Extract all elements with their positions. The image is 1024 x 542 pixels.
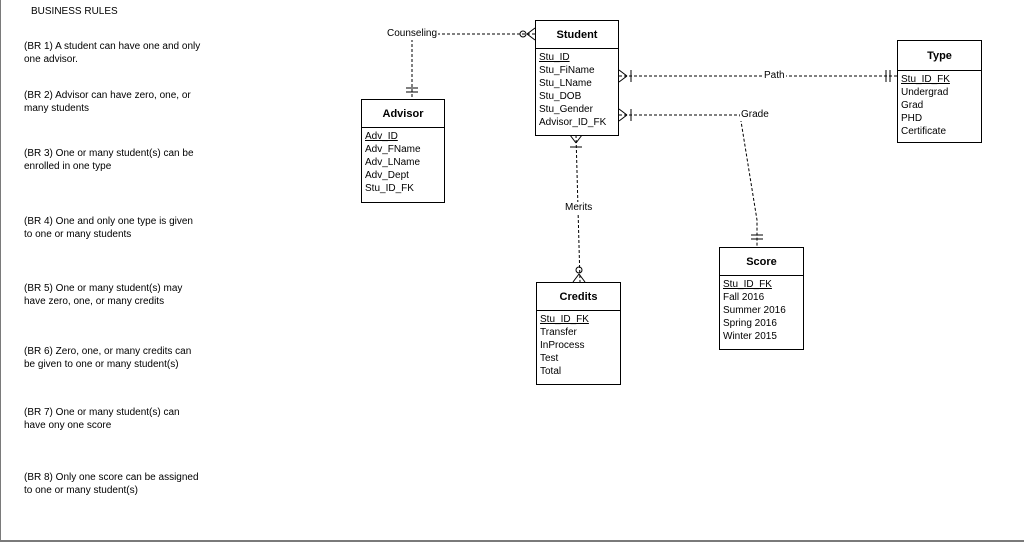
type-attribute: Grad	[901, 100, 924, 111]
business-rule-6: (BR 6) Zero, one, or many credits can be…	[24, 346, 192, 370]
score-entity[interactable]: Score Stu_ID_FK Fall 2016 Summer 2016 Sp…	[719, 247, 804, 350]
business-rule-7: (BR 7) One or many student(s) can have o…	[24, 407, 180, 431]
credits-entity[interactable]: Credits Stu_ID_FK Transfer InProcess Tes…	[536, 282, 621, 385]
grade-connector	[618, 108, 763, 247]
credits-attribute-list: Stu_ID_FK Transfer InProcess Test Total	[537, 311, 620, 380]
credits-attribute: Transfer	[540, 327, 577, 338]
student-attribute-list: Stu_ID Stu_FiName Stu_LName Stu_DOB Stu_…	[536, 49, 618, 131]
business-rules-heading: BUSINESS RULES	[31, 6, 118, 17]
business-rule-8: (BR 8) Only one score can be assigned to…	[24, 472, 199, 496]
type-entity-title: Type	[898, 41, 981, 71]
advisor-entity[interactable]: Advisor Adv_ID Adv_FName Adv_LName Adv_D…	[361, 99, 445, 203]
type-attribute: Certificate	[901, 126, 947, 137]
business-rule-4: (BR 4) One and only one type is given to…	[24, 216, 193, 240]
credits-attribute: Test	[540, 353, 559, 364]
advisor-entity-title: Advisor	[362, 100, 444, 128]
grade-relationship-label: Grade	[740, 109, 770, 121]
business-rule-1: (BR 1) A student can have one and only o…	[24, 41, 201, 65]
score-attribute: Summer 2016	[723, 305, 786, 316]
business-rule-3: (BR 3) One or many student(s) can be enr…	[24, 148, 194, 172]
credits-attribute: InProcess	[540, 340, 585, 351]
path-relationship-label: Path	[763, 70, 786, 82]
student-entity-title: Student	[536, 21, 618, 49]
advisor-attribute: Stu_ID_FK	[365, 183, 414, 194]
type-entity[interactable]: Type Stu_ID_FK Undergrad Grad PHD Certif…	[897, 40, 982, 143]
student-attribute: Advisor_ID_FK	[539, 117, 607, 128]
advisor-attribute: Adv_Dept	[365, 170, 409, 181]
counseling-relationship-label: Counseling	[386, 28, 439, 40]
student-attribute: Stu_DOB	[539, 91, 582, 102]
score-attribute-list: Stu_ID_FK Fall 2016 Summer 2016 Spring 2…	[720, 276, 803, 345]
path-connector	[618, 69, 898, 83]
score-attribute: Spring 2016	[723, 318, 777, 329]
student-primary-key: Stu_ID	[539, 52, 570, 63]
student-entity[interactable]: Student Stu_ID Stu_FiName Stu_LName Stu_…	[535, 20, 619, 136]
score-attribute: Fall 2016	[723, 292, 765, 303]
advisor-attribute: Adv_FName	[365, 144, 421, 155]
credits-entity-title: Credits	[537, 283, 620, 311]
score-primary-key: Stu_ID_FK	[723, 279, 772, 290]
type-attribute-list: Stu_ID_FK Undergrad Grad PHD Certificate	[898, 71, 981, 140]
score-attribute: Winter 2015	[723, 331, 777, 342]
type-attribute: Undergrad	[901, 87, 949, 98]
student-attribute: Stu_LName	[539, 78, 592, 89]
credits-attribute: Total	[540, 366, 562, 377]
type-primary-key: Stu_ID_FK	[901, 74, 950, 85]
advisor-attribute-list: Adv_ID Adv_FName Adv_LName Adv_Dept Stu_…	[362, 128, 444, 197]
merits-connector	[569, 134, 586, 283]
business-rule-2: (BR 2) Advisor can have zero, one, or ma…	[24, 90, 191, 114]
merits-relationship-label: Merits	[564, 202, 594, 214]
window-bottom-border	[0, 540, 1024, 542]
student-attribute: Stu_Gender	[539, 104, 593, 115]
window-left-border	[0, 0, 1, 542]
business-rule-5: (BR 5) One or many student(s) may have z…	[24, 283, 183, 307]
type-attribute: PHD	[901, 113, 923, 124]
advisor-attribute: Adv_LName	[365, 157, 421, 168]
student-attribute: Stu_FiName	[539, 65, 595, 76]
advisor-primary-key: Adv_ID	[365, 131, 398, 142]
credits-primary-key: Stu_ID_FK	[540, 314, 589, 325]
score-entity-title: Score	[720, 248, 803, 276]
